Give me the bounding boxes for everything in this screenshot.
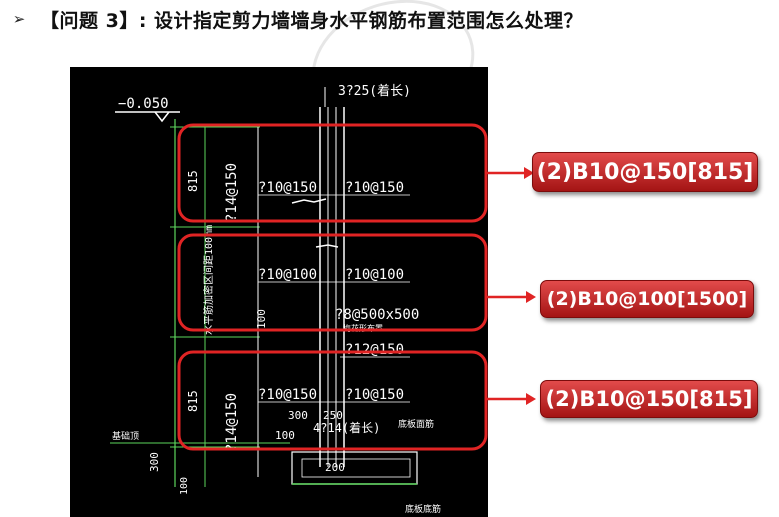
elevation-triangle — [154, 111, 170, 123]
highlight-bottom-zone — [177, 350, 488, 451]
tie-note: 梅花形布置 — [343, 323, 383, 333]
dim-250: 250 — [323, 409, 343, 422]
foundation-slab — [291, 451, 418, 485]
tie-squiggle-b — [315, 244, 339, 248]
dim-815-bottom: 815 — [186, 390, 200, 412]
bot-rebar-label: 4?14(着长) — [313, 420, 380, 435]
bar-10-150-c: ?10@150 — [258, 387, 317, 403]
bar-10-150-a: ?10@150 — [258, 180, 317, 196]
foundation-rebar — [301, 458, 411, 478]
arrows-layer — [486, 167, 536, 405]
elevation-label: −0.050 — [118, 96, 169, 112]
question-title: 【问题 3】: 设计指定剪力墙墙身水平钢筋布置范围怎么处理？ — [40, 9, 584, 32]
callout-top: (2)B10@150[815] — [532, 152, 758, 192]
base-top-label: 基础顶 — [112, 430, 139, 442]
bar-10-100-b: ?10@100 — [345, 267, 404, 283]
dim-200: 200 — [325, 461, 345, 474]
base-slab-bottom: 底板底筋 — [405, 503, 441, 515]
dim-100-a: 100 — [275, 429, 295, 442]
dim-815-top: 815 — [186, 170, 200, 192]
question-row: ➢ 【问题 3】: 设计指定剪力墙墙身水平钢筋布置范围怎么处理？ — [8, 4, 583, 34]
arrow-right-icon — [486, 393, 536, 405]
bar-12-150: ?12@150 — [345, 342, 404, 358]
callout-bottom: (2)B10@150[815] — [540, 380, 758, 418]
dim-100-left: 100 — [179, 477, 190, 495]
dim-100-b: 100 — [255, 309, 268, 329]
bar-10-150-b: ?10@150 — [345, 180, 404, 196]
cad-drawing: −0.050 815 815 ?14@150 ?14@150 水平筋加密区间距1… — [70, 67, 488, 517]
callout-middle: (2)B10@100[1500] — [540, 280, 754, 318]
bar-10-100-a: ?10@100 — [258, 267, 317, 283]
base-slab-face: 底板面筋 — [398, 418, 434, 430]
vert-rebar-top: ?14@150 — [224, 163, 240, 222]
dim-300: 300 — [288, 409, 308, 422]
bullet-arrow-icon: ➢ — [12, 10, 26, 28]
note-vertical: 水平筋加密区间距100mm — [202, 225, 215, 335]
arrow-right-icon — [486, 291, 536, 303]
vert-rebar-bottom: ?14@150 — [224, 393, 240, 452]
tie-label: ?8@500x500 — [335, 307, 419, 323]
top-rebar-label: 3?25(着长) — [338, 83, 411, 99]
highlight-middle-zone — [177, 233, 488, 332]
arrow-right-icon — [486, 167, 534, 179]
dim-300-left: 300 — [148, 452, 161, 472]
bar-10-150-d: ?10@150 — [345, 387, 404, 403]
tie-squiggle-a — [291, 198, 327, 204]
cad-svg: −0.050 815 815 ?14@150 ?14@150 水平筋加密区间距1… — [110, 83, 488, 515]
